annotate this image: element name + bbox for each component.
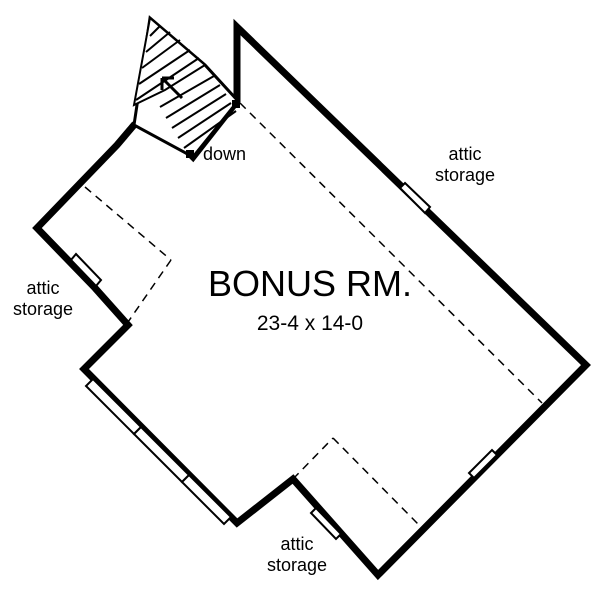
- stair-arrow-icon: [160, 76, 184, 100]
- window-bottom-left-2: [132, 425, 191, 484]
- stair-post-top: [232, 100, 240, 108]
- knee-wall-bottom-upper: [292, 437, 334, 480]
- openings: [69, 181, 499, 541]
- knee-wall-left-lower: [127, 259, 172, 323]
- room-dimensions: 23-4 x 14-0: [257, 312, 363, 335]
- stair-treads: [159, 75, 237, 149]
- room-name: BONUS RM.: [208, 263, 412, 304]
- attic-door-bottom: [309, 506, 343, 541]
- attic-door-left: [69, 252, 103, 288]
- attic-label-bottom-line2: storage: [267, 555, 327, 575]
- attic-label-bottom-line1: attic: [280, 534, 313, 554]
- attic-label-top-right-line2: storage: [435, 165, 495, 185]
- down-label: down: [203, 144, 246, 164]
- stair: [132, 15, 240, 159]
- knee-wall-left-upper: [84, 186, 172, 261]
- window-right: [467, 448, 499, 480]
- knee-wall-top: [239, 102, 543, 404]
- stair-hatch-region: [132, 16, 207, 107]
- window-bottom-left-3: [180, 473, 233, 526]
- knee-wall-bottom-lower: [332, 437, 419, 525]
- attic-door-top-right: [398, 181, 432, 215]
- stair-post-bottom: [186, 150, 194, 158]
- attic-label-left-line1: attic: [26, 278, 59, 298]
- window-bottom-left-1: [84, 377, 143, 436]
- knee-walls: [84, 102, 543, 525]
- attic-label-top-right-line1: attic: [448, 144, 481, 164]
- attic-label-left-line2: storage: [13, 299, 73, 319]
